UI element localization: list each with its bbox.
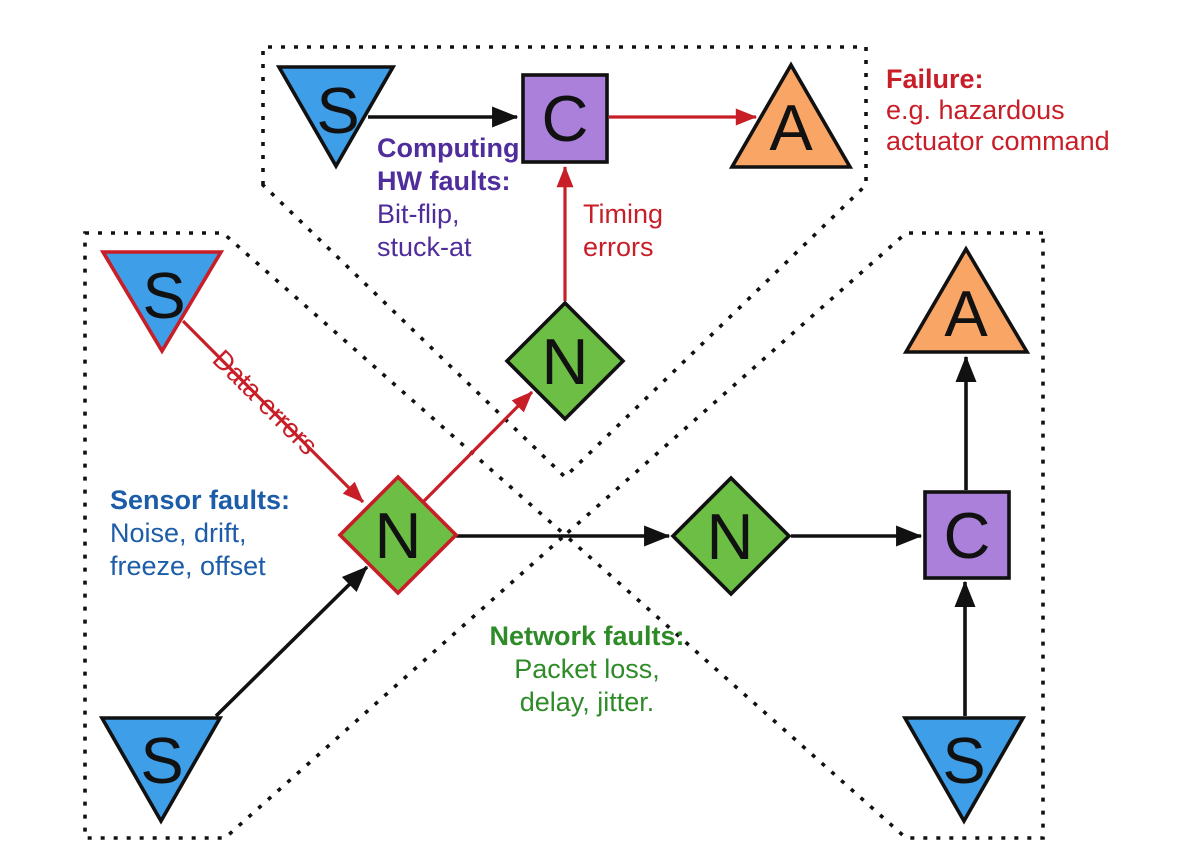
right-actuator-triangle	[902, 245, 1031, 354]
right-compute-label: C	[944, 499, 991, 572]
left-faulty-sensor-label: S	[142, 259, 185, 332]
top-actuator-triangle	[728, 61, 854, 169]
bottom-left-sensor-triangle	[98, 716, 224, 825]
computing-hw-faults-title-line2: HW faults:	[377, 166, 511, 196]
failure-note: Failure: e.g. hazardous actuator command	[886, 64, 1110, 157]
right-sensor-label: S	[942, 724, 985, 797]
right-compute-square	[923, 490, 1011, 580]
timing-errors-note: Timing errors	[583, 198, 663, 264]
center-faulty-network-label: N	[375, 499, 422, 572]
top-actuator-label: A	[769, 91, 813, 164]
failure-detail-line2: actuator command	[886, 126, 1110, 156]
region-right-chain	[562, 231, 1045, 840]
right-actuator-label: A	[944, 277, 988, 350]
network-faults-title: Network faults:	[489, 621, 685, 651]
top-compute-square	[521, 73, 609, 164]
mid-network-label: N	[542, 325, 589, 398]
center-faulty-network-diamond	[337, 474, 459, 596]
arrow-data-errors	[181, 319, 365, 504]
computing-hw-faults-detail-line2: stuck-at	[377, 232, 472, 262]
top-compute-label: C	[542, 82, 589, 155]
right-network-diamond	[670, 475, 792, 597]
region-sensor-faults	[83, 231, 568, 840]
failure-detail-line1: e.g. hazardous	[886, 95, 1065, 125]
network-faults-detail-line2: delay, jitter.	[519, 687, 655, 717]
computing-hw-faults-note: Computing HW faults: Bit-flip, stuck-at	[377, 132, 519, 264]
right-network-label: N	[707, 500, 754, 573]
left-faulty-sensor-triangle	[99, 250, 225, 355]
computing-hw-faults-title-line1: Computing	[377, 133, 520, 163]
sensor-faults-detail-line2: freeze, offset	[110, 551, 266, 581]
mid-network-diamond	[504, 300, 626, 422]
sensor-faults-detail-line1: Noise, drift,	[110, 518, 247, 548]
top-sensor-label: S	[316, 74, 359, 147]
computing-hw-faults-detail-line1: Bit-flip,	[377, 199, 460, 229]
timing-errors-line2: errors	[583, 232, 654, 262]
arrow-bottom-sensor-to-center-network	[214, 565, 369, 718]
arrow-center-network-to-mid-network	[422, 390, 534, 503]
sensor-faults-title: Sensor faults:	[110, 485, 291, 515]
top-sensor-triangle	[275, 65, 397, 170]
failure-title: Failure:	[886, 64, 984, 94]
sensor-faults-note: Sensor faults: Noise, drift, freeze, off…	[110, 484, 290, 583]
right-sensor-triangle	[901, 716, 1027, 825]
region-computing-hw-faults	[261, 45, 868, 480]
timing-errors-line1: Timing	[583, 199, 664, 229]
network-faults-detail-line1: Packet loss,	[514, 654, 660, 684]
bottom-left-sensor-label: S	[140, 724, 183, 797]
network-faults-note: Network faults: Packet loss, delay, jitt…	[437, 620, 737, 719]
